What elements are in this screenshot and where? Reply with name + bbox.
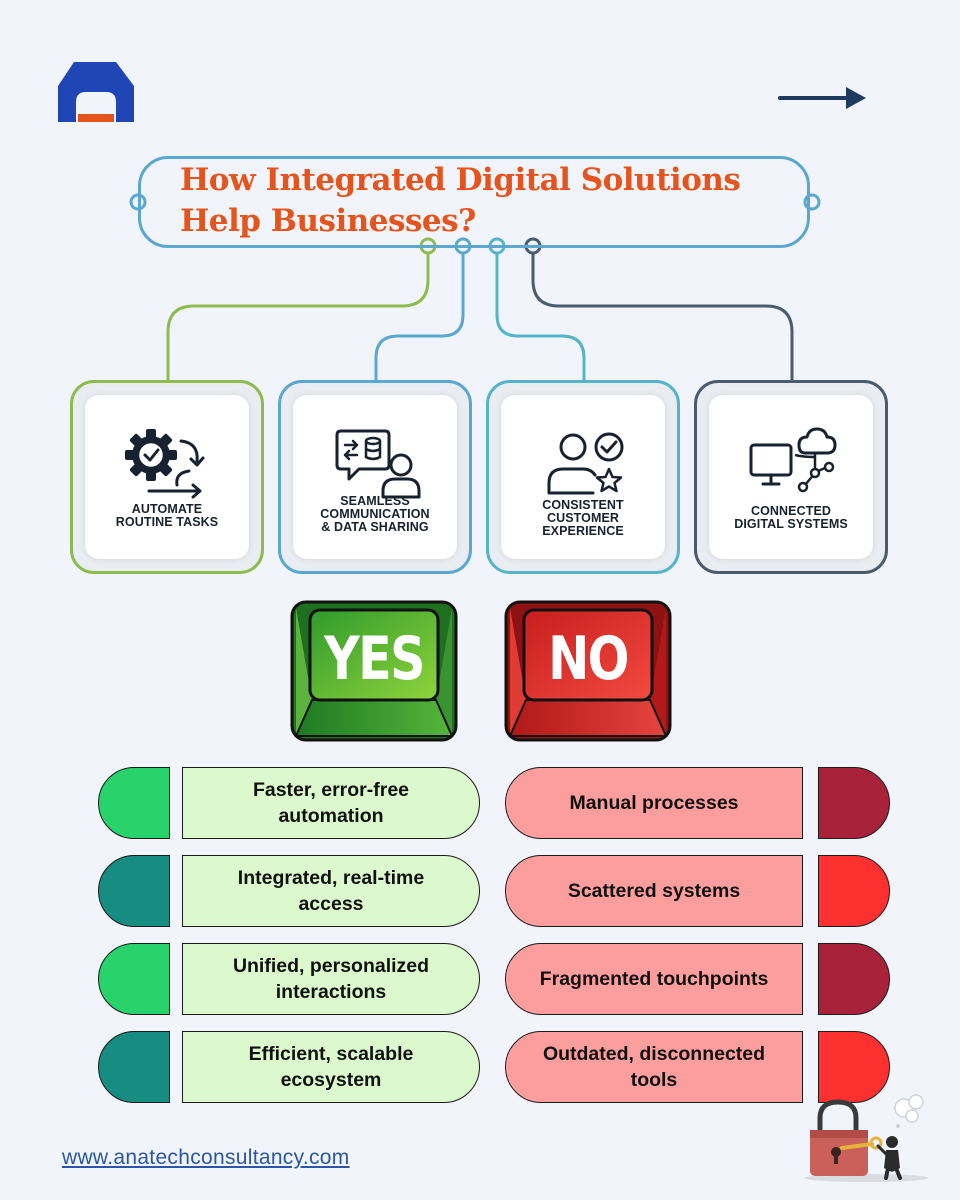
no-key-icon xyxy=(504,600,672,742)
monitor-cloud-icon xyxy=(749,427,837,493)
yes-marker xyxy=(98,1031,170,1103)
lock-key-illustration-icon xyxy=(804,1094,928,1182)
yes-marker xyxy=(98,943,170,1015)
yes-marker xyxy=(98,855,170,927)
yes-marker xyxy=(98,767,170,839)
title-frame xyxy=(138,156,810,248)
company-logo-icon xyxy=(58,62,134,122)
website-link[interactable]: www.anatechconsultancy.com xyxy=(62,1146,350,1169)
gear-check-icon xyxy=(125,429,205,499)
no-item: Outdated, disconnected tools xyxy=(505,1031,803,1103)
no-marker xyxy=(818,855,890,927)
no-item: Scattered systems xyxy=(505,855,803,927)
no-key-label: NO xyxy=(548,624,629,694)
no-item: Fragmented touchpoints xyxy=(505,943,803,1015)
page-title: How Integrated Digital Solutions Help Bu… xyxy=(180,162,741,239)
no-marker xyxy=(818,1031,890,1103)
yes-item: Efficient, scalable ecosystem xyxy=(182,1031,480,1103)
yes-key-icon xyxy=(290,600,458,742)
yes-item: Faster, error-free automation xyxy=(182,767,480,839)
no-marker xyxy=(818,943,890,1015)
no-item: Manual processes xyxy=(505,767,803,839)
chat-user-icon xyxy=(335,429,421,499)
yes-key-button[interactable]: YES xyxy=(290,600,458,742)
next-arrow-icon[interactable] xyxy=(778,84,868,112)
yes-item: Integrated, real-time access xyxy=(182,855,480,927)
no-key-button[interactable]: NO xyxy=(504,600,672,742)
yes-item: Unified, personalized interactions xyxy=(182,943,480,1015)
user-star-icon xyxy=(547,432,624,495)
yes-key-label: YES xyxy=(324,624,425,694)
no-marker xyxy=(818,767,890,839)
